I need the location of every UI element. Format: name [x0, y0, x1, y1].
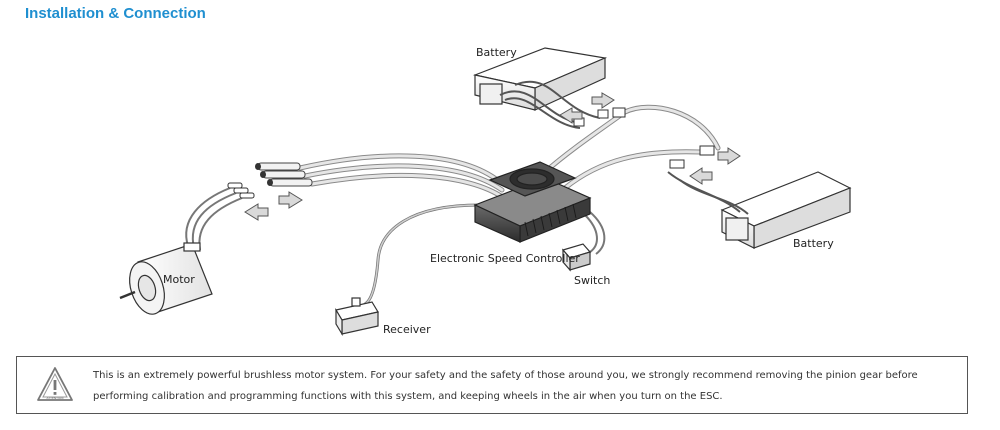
safety-notice: ATTENTION This is an extremely powerful …: [16, 356, 968, 414]
battery-right-arrows: [689, 147, 741, 185]
motor: [119, 242, 213, 315]
motor-wires: [297, 153, 507, 201]
esc-battery-plugs: [612, 107, 715, 156]
battery-top: [472, 47, 608, 111]
esc: [473, 161, 592, 243]
esc-label: Electronic Speed Controller: [430, 252, 580, 265]
battery-right: [720, 171, 852, 249]
switch-label: Switch: [574, 274, 611, 287]
receiver-wire: [363, 203, 482, 306]
battery-top-plugs: [573, 109, 609, 127]
warning-icon-caption: ATTENTION: [46, 396, 64, 400]
esc-bullet-connectors: [255, 162, 313, 187]
switch: [561, 243, 592, 272]
motor-bullet-plugs: [227, 182, 255, 199]
receiver-label: Receiver: [383, 323, 431, 336]
notice-text: This is an extremely powerful brushless …: [93, 370, 918, 402]
battery-top-arrows: [559, 92, 615, 124]
battery-right-wires: [667, 171, 749, 215]
battery-right-label: Battery: [793, 237, 834, 250]
warning-icon: ATTENTION: [35, 365, 75, 405]
motor-connect-arrows: [244, 191, 303, 221]
battery-top-label: Battery: [476, 46, 517, 59]
wiring-diagram: [119, 47, 852, 337]
switch-wire: [584, 211, 606, 255]
motor-label: Motor: [163, 273, 195, 286]
page-title: Installation & Connection: [25, 5, 206, 22]
motor-leads: [185, 187, 243, 251]
battery-right-plugs: [669, 159, 685, 169]
receiver: [335, 297, 379, 337]
